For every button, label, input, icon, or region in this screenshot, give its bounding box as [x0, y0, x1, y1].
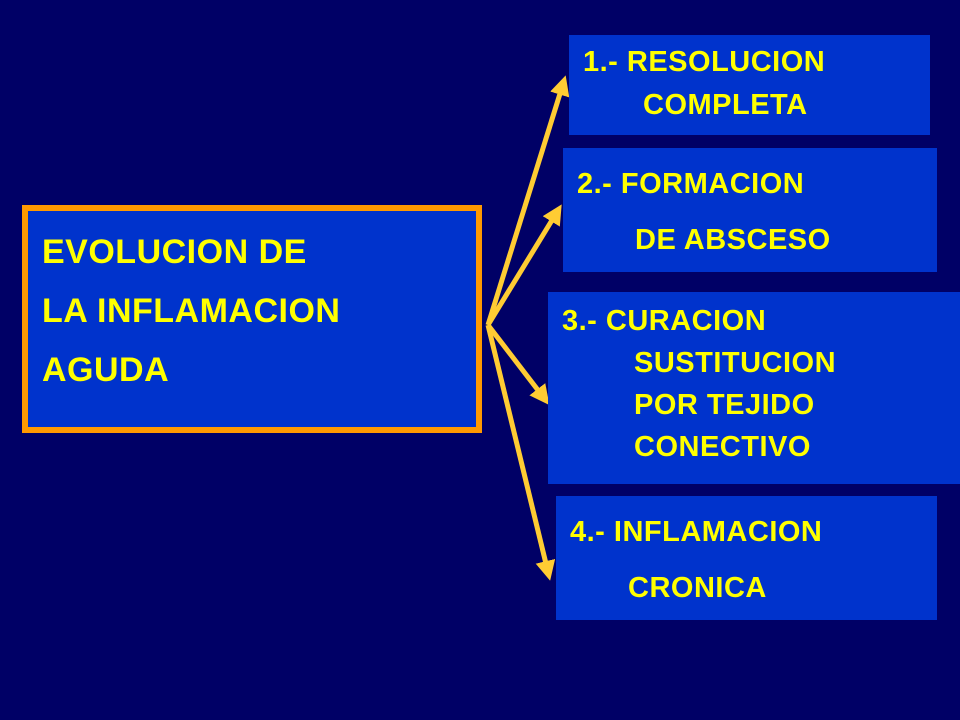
outcome-2-line-2: DE ABSCESO — [635, 224, 831, 256]
outcome-1-line-2: COMPLETA — [643, 89, 808, 121]
root-title-line-1: EVOLUCION DE — [42, 233, 307, 271]
root-title-line-2: LA INFLAMACION — [42, 292, 341, 330]
arrow-to-outcome-1 — [485, 75, 570, 326]
root-box-evolucion-inflamacion-aguda: EVOLUCION DE LA INFLAMACION AGUDA — [22, 205, 482, 433]
outcome-box-formacion-absceso: 2.- FORMACION DE ABSCESO — [563, 148, 937, 272]
outcome-3-line-1: 3.- CURACION — [562, 305, 767, 337]
outcome-4-line-2: CRONICA — [628, 572, 767, 604]
outcome-box-curacion: 3.- CURACION SUSTITUCION POR TEJIDO CONE… — [548, 292, 960, 484]
outcome-2-line-1: 2.- FORMACION — [577, 168, 805, 200]
outcome-4-line-1: 4.- INFLAMACION — [570, 516, 823, 548]
outcome-1-line-1: 1.- RESOLUCION — [583, 46, 826, 78]
outcome-3-line-4: CONECTIVO — [634, 431, 811, 463]
outcome-3-line-2: SUSTITUCION — [634, 347, 837, 379]
arrow-to-outcome-2 — [485, 204, 562, 327]
arrow-to-outcome-4 — [485, 324, 556, 581]
arrow-to-outcome-3 — [486, 323, 550, 406]
outcome-box-inflamacion-cronica: 4.- INFLAMACION CRONICA — [556, 496, 937, 620]
outcome-3-line-3: POR TEJIDO — [634, 389, 815, 421]
root-title-line-3: AGUDA — [42, 351, 170, 389]
outcome-box-resolucion-completa: 1.- RESOLUCION COMPLETA — [569, 35, 930, 135]
